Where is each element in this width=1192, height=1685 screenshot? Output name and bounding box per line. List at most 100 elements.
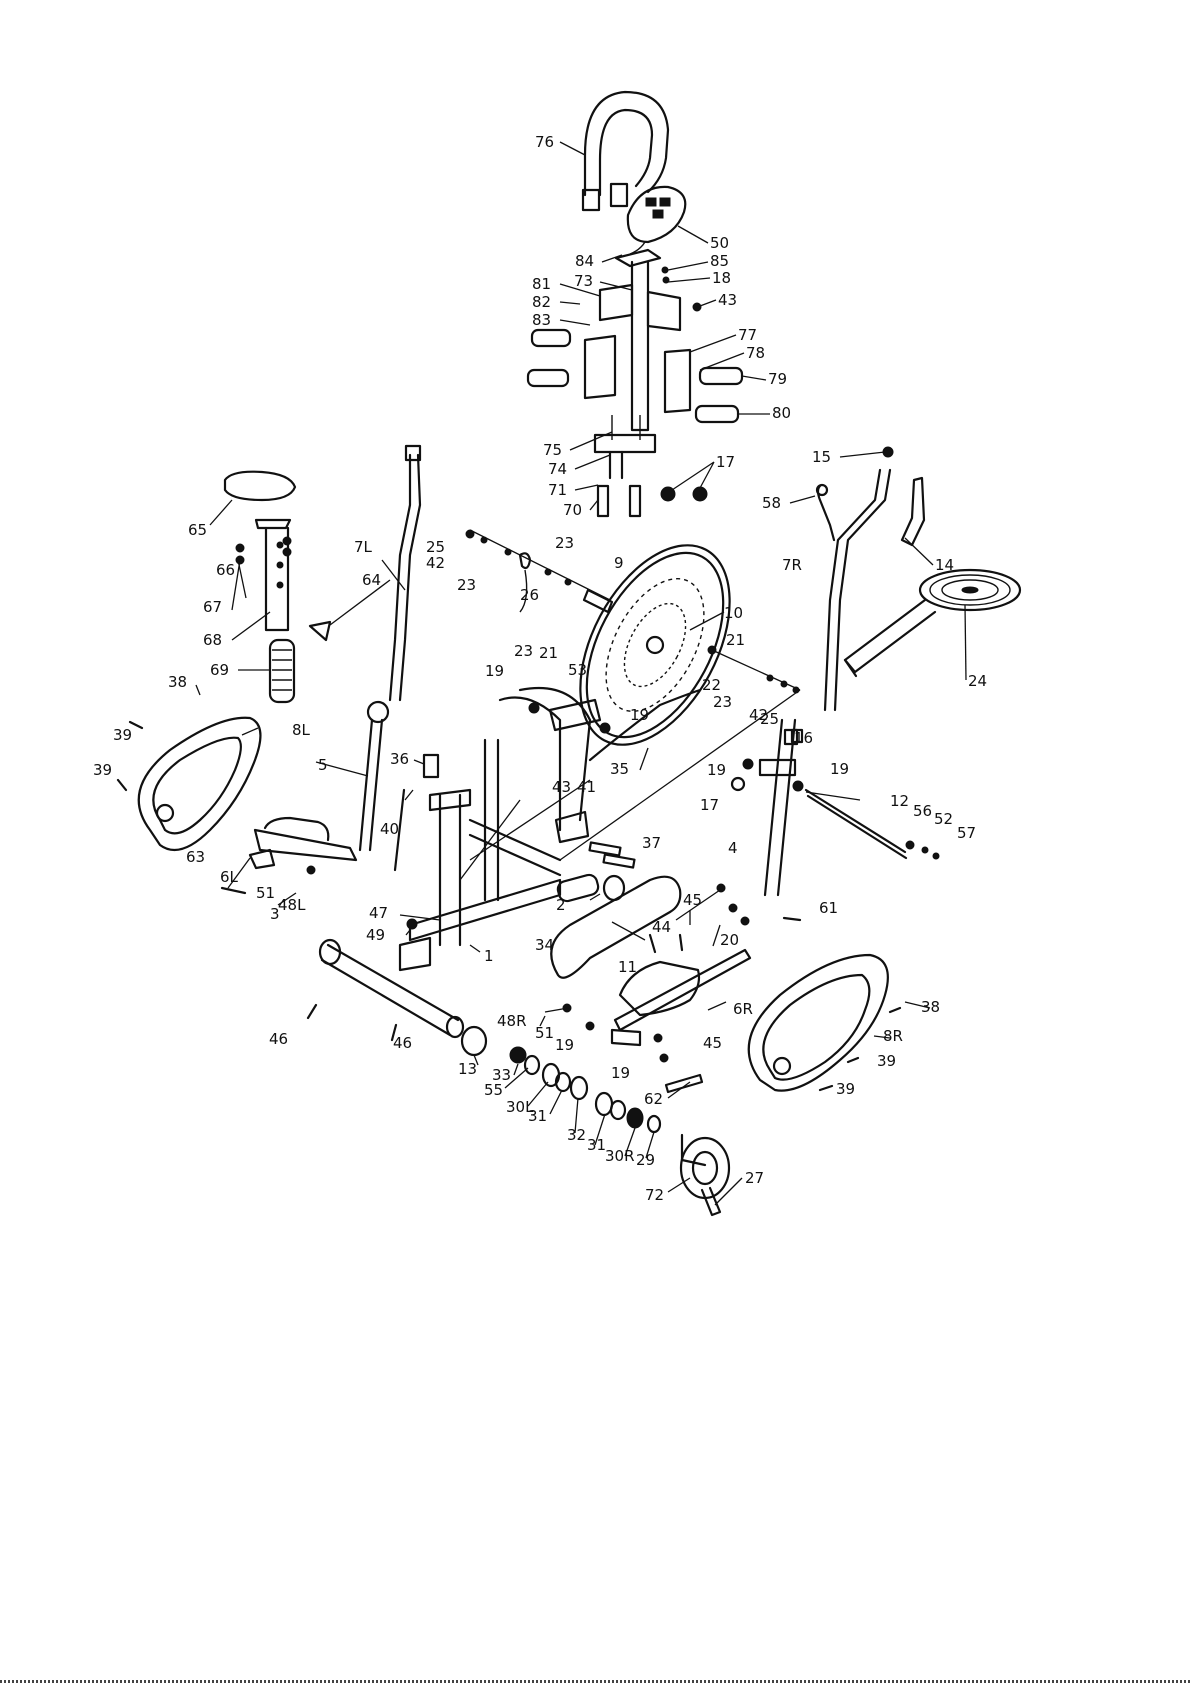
callout: 41 [577,778,596,796]
front-stabilizer [306,938,465,1042]
callout: 74 [548,460,567,478]
fasteners [116,266,902,1092]
callout: 69 [210,661,229,679]
callout: 6L [220,868,239,886]
callout: 58 [762,494,781,512]
callout: 15 [812,448,831,466]
callout: 83 [532,311,551,329]
callout: 30L [506,1098,534,1116]
callout: 43 [718,291,737,309]
callout: 24 [968,672,987,690]
callout: 72 [645,1186,664,1204]
callout: 17 [700,796,719,814]
callout: 64 [362,571,381,589]
upper-handlebar [581,90,670,212]
callout: 8R [883,1027,903,1045]
right-pedal [610,948,752,1047]
console-unit [626,185,687,255]
callout: 46 [269,1030,288,1048]
callout: 46 [393,1034,412,1052]
callout: 75 [543,441,562,459]
callout: 33 [492,1066,511,1084]
callout: 10 [724,604,743,622]
callout: 7L [354,538,373,556]
callout: 3 [270,905,280,923]
pivot-parts [554,810,636,903]
callout-labels: 76 50 84 85 18 81 73 82 43 83 77 78 79 8… [93,133,987,1204]
callout: 7R [782,556,802,574]
callout: 61 [819,899,838,917]
callout: 21 [726,631,745,649]
callout: 32 [567,1126,586,1144]
right-pedal-post [730,718,940,897]
callout: 48R [497,1012,527,1030]
callout: 12 [890,792,909,810]
callout: 51 [256,884,275,902]
callout: 19 [707,761,726,779]
tension-knob [393,753,440,872]
callout: 81 [532,275,551,293]
callout: 14 [935,556,954,574]
callout: 20 [720,931,739,949]
callout: 38 [921,998,940,1016]
left-side-cover [137,716,262,852]
callout: 19 [630,706,649,724]
callout: 63 [186,848,205,866]
callout: 47 [369,904,388,922]
callout: 39 [93,761,112,779]
callout: 51 [535,1024,554,1042]
callout: 73 [574,272,593,290]
callout: 45 [683,891,702,909]
main-frame [398,686,801,972]
callout: 45 [703,1034,722,1052]
callout: 65 [188,521,207,539]
callout: 71 [548,481,567,499]
right-side-cover [747,953,889,1092]
callout: 62 [644,1090,663,1108]
callout: 49 [366,926,385,944]
callout: 16 [794,729,813,747]
callout: 2 [556,896,566,914]
callout: 23 [555,534,574,552]
callout: 13 [458,1060,477,1078]
callout: 31 [528,1107,547,1125]
callout: 19 [830,760,849,778]
callout: 70 [563,501,582,519]
callout: 21 [539,644,558,662]
left-arm [248,444,422,870]
callout: 9 [614,554,624,572]
callout: 6R [733,1000,753,1018]
callout: 23 [514,642,533,660]
axle-parts [465,529,614,614]
callout: 38 [168,673,187,691]
callout: 67 [203,598,222,616]
callout: 18 [712,269,731,287]
callout: 31 [587,1136,606,1154]
callout: 25 [760,710,779,728]
callout-leaders [195,141,967,1206]
callout: 19 [611,1064,630,1082]
callout: 5 [318,756,328,774]
callout: 56 [913,802,932,820]
callout: 80 [772,404,791,422]
callout: 4 [728,839,738,857]
callout: 1 [484,947,494,965]
callout: 40 [380,820,399,838]
right-arm [815,446,926,712]
callout: 11 [618,958,637,976]
callout: 23 [713,693,732,711]
callout: 42 [749,706,768,724]
callout: 39 [836,1080,855,1098]
callout: 85 [710,252,729,270]
callout: 53 [568,661,587,679]
callout: 66 [216,561,235,579]
callout: 8L [292,721,311,739]
fan-wheel [579,544,731,746]
callout: 27 [745,1169,764,1187]
callout: 17 [716,453,735,471]
callout: 55 [484,1081,503,1099]
callout: 39 [113,726,132,744]
callout: 29 [636,1151,655,1169]
right-axle [707,645,801,694]
callout: 42 [426,554,445,572]
